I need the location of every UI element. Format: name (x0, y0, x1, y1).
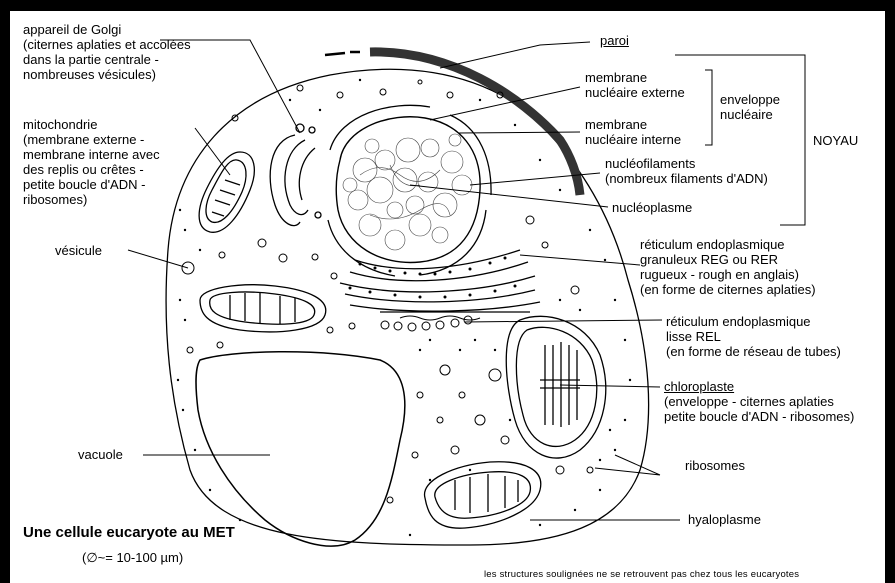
mitochondria-label-line: petite boucle d'ADN - (23, 177, 160, 192)
nuclear-envelope-label: enveloppe nucléaire (720, 92, 780, 122)
golgi-label-line: (citernes aplaties et accolées (23, 37, 191, 52)
nucleus-label: NOYAU (813, 133, 858, 148)
cell-wall (370, 52, 580, 195)
mitochondria-label-line: mitochondrie (23, 117, 160, 132)
size-caption: (∅~= 10-100 µm) (82, 550, 183, 565)
envelope-line: enveloppe (720, 92, 780, 107)
nucleofilaments-line: nucléofilaments (605, 156, 768, 171)
rer-line: rugueux - rough en anglais) (640, 267, 816, 282)
inner-nuclear-membrane-label: membrane nucléaire interne (585, 117, 681, 147)
cell-membrane (166, 69, 649, 545)
chloroplast-line: petite boucle d'ADN - ribosomes) (664, 409, 854, 424)
chloroplast-line: (enveloppe - citernes aplaties (664, 394, 854, 409)
golgi-label-line: nombreuses vésicules) (23, 67, 191, 82)
vesicle-label: vésicule (55, 243, 102, 258)
mitochondria-label: mitochondrie (membrane externe - membran… (23, 117, 160, 207)
vacuole (196, 352, 405, 546)
rer-label: réticulum endoplasmique granuleux REG ou… (640, 237, 816, 297)
hyaloplasm-label: hyaloplasme (688, 512, 761, 527)
nucleoplasm-label: nucléoplasme (612, 200, 692, 215)
chloroplast-label: chloroplaste (enveloppe - citernes aplat… (664, 379, 854, 424)
mitochondria-label-line: des replis ou crêtes - (23, 162, 160, 177)
rel-line: réticulum endoplasmique (666, 314, 841, 329)
vacuole-label: vacuole (78, 447, 123, 462)
rel-label: réticulum endoplasmique lisse REL (en fo… (666, 314, 841, 359)
golgi-apparatus (270, 124, 321, 226)
golgi-label: appareil de Golgi (citernes aplaties et … (23, 22, 191, 82)
mitochondria-label-line: ribosomes) (23, 192, 160, 207)
nucleofilaments-line: (nombreux filaments d'ADN) (605, 171, 768, 186)
chloroplast (506, 316, 605, 458)
golgi-label-line: dans la partie centrale - (23, 52, 191, 67)
golgi-label-line: appareil de Golgi (23, 22, 191, 37)
rer-line: granuleux REG ou RER (640, 252, 816, 267)
mitochondria-label-line: (membrane externe - (23, 132, 160, 147)
outer-membrane-line: nucléaire externe (585, 85, 685, 100)
endoplasmic-reticulum (340, 250, 540, 331)
mitochondrion-upper-left (199, 152, 254, 232)
outer-membrane-line: membrane (585, 70, 685, 85)
rer-line: (en forme de citernes aplaties) (640, 282, 816, 297)
inner-membrane-line: nucléaire interne (585, 132, 681, 147)
ribosomes-label: ribosomes (685, 458, 745, 473)
chloroplast-title: chloroplaste (664, 379, 854, 394)
outer-nuclear-membrane-label: membrane nucléaire externe (585, 70, 685, 100)
inner-membrane-line: membrane (585, 117, 681, 132)
rel-line: lisse REL (666, 329, 841, 344)
footnote: les structures soulignées ne se retrouve… (484, 567, 799, 582)
mitochondrion-middle-left (200, 285, 326, 332)
wall-label: paroi (600, 33, 629, 48)
nucleofilaments-label: nucléofilaments (nombreux filaments d'AD… (605, 156, 768, 186)
mitochondrion-lower (425, 462, 541, 528)
figure-title: Une cellule eucaryote au MET (23, 525, 235, 540)
mitochondria-label-line: membrane interne avec (23, 147, 160, 162)
envelope-line: nucléaire (720, 107, 780, 122)
rer-line: réticulum endoplasmique (640, 237, 816, 252)
rel-line: (en forme de réseau de tubes) (666, 344, 841, 359)
nucleus (328, 105, 491, 276)
